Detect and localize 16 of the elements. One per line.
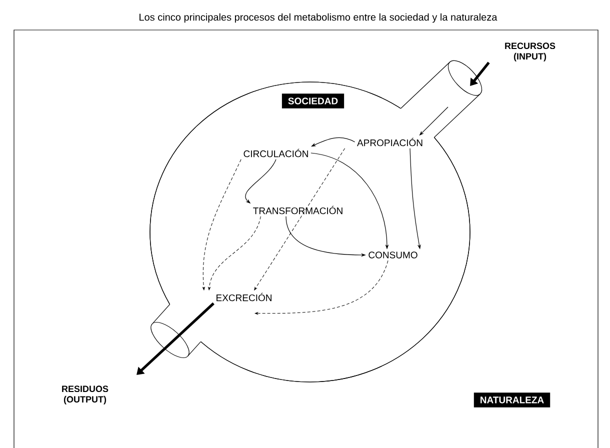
flow-label: RESIDUOS (OUTPUT) <box>62 386 108 404</box>
dashed-arrow <box>208 216 261 290</box>
region-label: SOCIEDAD <box>282 94 344 108</box>
arrow <box>470 62 490 86</box>
process-label: EXCRECIÓN <box>216 292 272 302</box>
dashed-arrow <box>254 148 346 290</box>
region-label: NATURALEZA <box>474 392 550 408</box>
dashed-arrow <box>202 159 242 290</box>
flow-label: RECURSOS (INPUT) <box>505 42 556 62</box>
process-label: TRANSFORMACIÓN <box>253 206 342 214</box>
process-label: APROPIACIÓN <box>357 138 422 146</box>
arrow <box>136 302 214 375</box>
process-label: CONSUMO <box>368 252 418 258</box>
dashed-arrow <box>254 260 388 315</box>
process-label: CIRCULACIÓN <box>244 148 308 158</box>
diagram-title: Los cinco principales procesos del metabolismo entre la sociedad y la naturaleza <box>140 13 498 23</box>
